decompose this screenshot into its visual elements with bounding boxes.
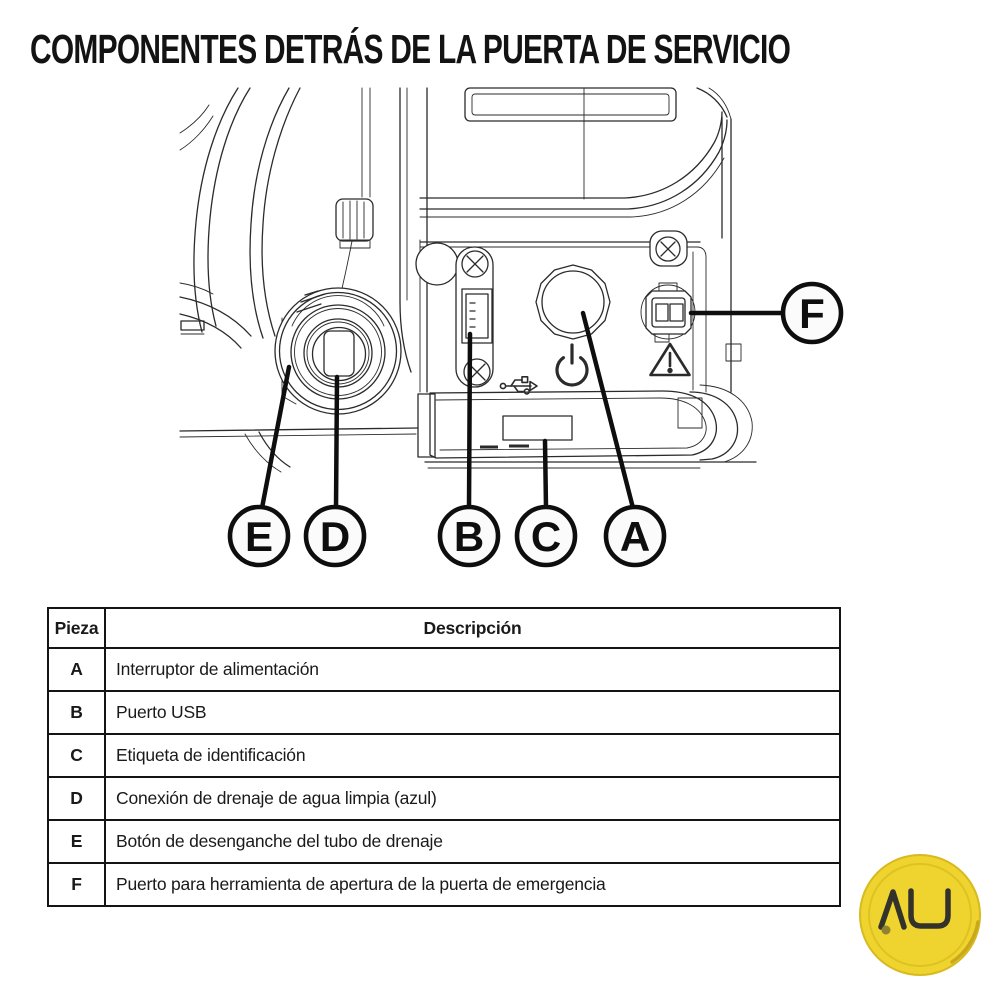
- callout-b-label: B: [454, 513, 484, 560]
- callout-c: [514, 504, 578, 568]
- callout-c-label: C: [531, 513, 561, 560]
- callout-f: [780, 281, 844, 345]
- emergency-port-icon: [640, 230, 696, 343]
- callout-a: [603, 504, 667, 568]
- screw-icon: [461, 250, 489, 278]
- callout-line-e: [259, 364, 292, 511]
- part-letter: C: [47, 733, 106, 778]
- logo-coin: [859, 854, 981, 976]
- callout-line-a: [580, 310, 636, 511]
- callout-a-label: A: [620, 513, 650, 560]
- table-row: F Puerto para herramienta de apertura de…: [47, 862, 841, 907]
- identification-label: [502, 415, 573, 441]
- callout-d: [303, 504, 367, 568]
- callout-e-label: E: [245, 513, 273, 560]
- callout-b: [437, 504, 501, 568]
- screw-icon: [463, 358, 491, 386]
- table-row: C Etiqueta de identificación: [47, 733, 841, 778]
- parts-table: Pieza Descripción A Interruptor de alime…: [47, 607, 841, 907]
- warning-triangle-icon: [649, 342, 691, 377]
- callout-e: [227, 504, 291, 568]
- table-row: D Conexión de drenaje de agua limpia (az…: [47, 776, 841, 821]
- power-button: [535, 264, 611, 340]
- logo-coin-rim: [868, 863, 972, 967]
- header-part: Pieza: [47, 607, 106, 649]
- callout-d-label: D: [320, 513, 350, 560]
- screw-icon: [655, 236, 681, 262]
- callout-lines: [259, 310, 786, 511]
- callout-f-label: F: [799, 290, 825, 337]
- callout-line-d: [333, 374, 340, 511]
- part-letter: F: [47, 862, 106, 907]
- table-header-row: Pieza Descripción: [47, 607, 841, 649]
- part-description: Botón de desenganche del tubo de drenaje: [104, 819, 841, 864]
- part-letter: E: [47, 819, 106, 864]
- part-description: Puerto USB: [104, 690, 841, 735]
- table-row: A Interruptor de alimentación: [47, 647, 841, 692]
- au-logo-dot: [881, 925, 891, 935]
- au-logo-monogram: [878, 888, 951, 930]
- callout-line-c: [542, 438, 549, 511]
- part-letter: A: [47, 647, 106, 692]
- usb-port: [455, 246, 494, 388]
- table-row: B Puerto USB: [47, 690, 841, 735]
- part-letter: D: [47, 776, 106, 821]
- part-description: Conexión de drenaje de agua limpia (azul…: [104, 776, 841, 821]
- part-description: Etiqueta de identificación: [104, 733, 841, 778]
- machine-outline: [179, 87, 757, 473]
- usb-icon: [499, 375, 538, 395]
- table-row: E Botón de desenganche del tubo de drena…: [47, 819, 841, 864]
- part-description: Puerto para herramienta de apertura de l…: [104, 862, 841, 907]
- part-description: Interruptor de alimentación: [104, 647, 841, 692]
- callout-line-b: [466, 331, 473, 511]
- callouts: A B C D E F: [227, 281, 844, 568]
- page-title: COMPONENTES DETRÁS DE LA PUERTA DE SERVI…: [30, 26, 791, 72]
- part-letter: B: [47, 690, 106, 735]
- header-description: Descripción: [104, 607, 841, 649]
- power-icon: [555, 343, 589, 387]
- au-logo: [859, 854, 981, 976]
- logo-coin-shadow: [950, 920, 980, 964]
